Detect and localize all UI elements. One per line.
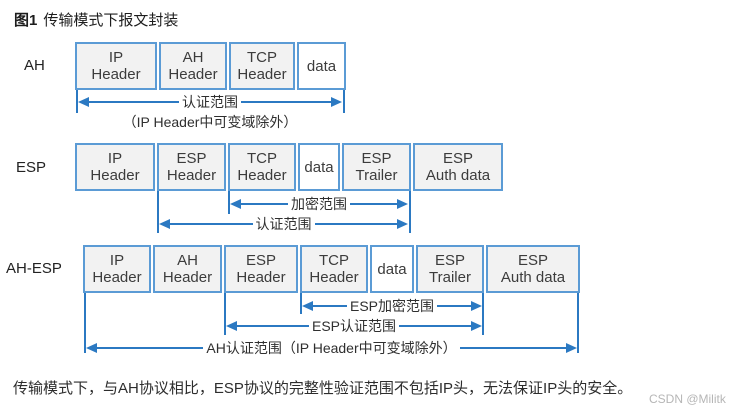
box-label-line1: data	[306, 57, 337, 75]
ahesp-box-ip-header: IP Header	[83, 245, 151, 293]
ahesp-box-esp-header: ESP Header	[224, 245, 298, 293]
ahesp-ah-auth-scope-label: AH认证范围（IP Header中可变域除外）	[206, 340, 457, 356]
box-label-line2: Trailer	[355, 167, 398, 184]
ahesp-box-esp-trailer: ESP Trailer	[416, 245, 484, 293]
arrowhead-right-icon	[566, 343, 578, 353]
ah-box-ip-header: IP Header	[75, 42, 157, 90]
box-label-line2: Header	[162, 269, 213, 286]
arrowhead-left-icon	[86, 343, 97, 353]
box-label-line1: IP	[107, 150, 123, 167]
ahesp-esp-encrypt-left-tick	[300, 293, 302, 314]
figure-caption-text: 传输模式下，与AH协议相比，ESP协议的完整性验证范围不包括IP头，无法保证IP…	[13, 380, 633, 397]
box-label-line2: Header	[90, 167, 140, 184]
box-label-line1: TCP	[319, 252, 349, 269]
ah-box-data: data	[297, 42, 346, 90]
row-label-esp: ESP	[16, 159, 47, 176]
box-label-line2: Header	[168, 66, 218, 83]
box-label-line1: ESP	[176, 150, 207, 167]
ah-auth-scope-note: （IP Header中可变域除外）	[122, 114, 298, 130]
box-label-line1: AH	[182, 49, 204, 66]
figure-title: 图1 传输模式下报文封装	[14, 9, 178, 30]
esp-scope-right-tick	[409, 191, 411, 233]
box-label-line1: TCP	[247, 150, 277, 167]
arrowhead-left-icon	[230, 199, 241, 209]
packet-row-ah-esp: IP Header AH Header ESP Header TCP Heade…	[83, 245, 580, 293]
ah-auth-scope-label: 认证范围	[182, 94, 238, 110]
box-label-line1: ESP	[361, 150, 392, 167]
box-label-line1: data	[377, 260, 407, 278]
esp-auth-scope-label: 认证范围	[255, 216, 312, 232]
ahesp-ah-auth-left-tick	[84, 293, 86, 353]
box-label-line2: Auth data	[425, 167, 491, 184]
box-label-line1: IP	[109, 252, 125, 269]
arrowhead-right-icon	[471, 321, 483, 331]
ah-scope-left-tick	[76, 90, 78, 113]
box-label-line1: data	[304, 158, 334, 176]
box-label-line2: Trailer	[429, 269, 471, 286]
ah-box-ah-header: AH Header	[159, 42, 227, 90]
row-label-ah-esp: AH-ESP	[6, 260, 62, 277]
arrowhead-right-icon	[331, 97, 342, 107]
ah-auth-scope-arrow: 认证范围	[78, 93, 342, 111]
ahesp-ah-auth-right-tick	[577, 293, 579, 353]
box-label-line2: Auth data	[500, 269, 566, 286]
ahesp-esp-auth-scope-arrow: ESP认证范围	[226, 317, 483, 335]
figure-title-text: 传输模式下报文封装	[43, 12, 179, 29]
box-label-line1: ESP	[434, 252, 465, 269]
ah-box-tcp-header: TCP Header	[229, 42, 295, 90]
box-label-line1: AH	[177, 252, 198, 269]
box-label-line1: IP	[108, 49, 124, 66]
box-label-line1: ESP	[245, 252, 276, 269]
box-label-line1: ESP	[517, 252, 548, 269]
esp-box-esp-auth-data: ESP Auth data	[413, 143, 503, 191]
ahesp-box-esp-auth-data: ESP Auth data	[486, 245, 580, 293]
arrowhead-left-icon	[78, 97, 89, 107]
ah-scope-right-tick	[343, 90, 345, 113]
box-label-line2: Header	[237, 167, 287, 184]
ahesp-box-tcp-header: TCP Header	[300, 245, 368, 293]
box-label-line2: Header	[309, 269, 359, 286]
ahesp-esp-encrypt-scope-label: ESP加密范围	[350, 298, 435, 314]
box-label-line2: Header	[92, 269, 142, 286]
figure-number: 图1	[14, 12, 38, 29]
arrowhead-right-icon	[471, 301, 483, 311]
esp-box-esp-trailer: ESP Trailer	[342, 143, 411, 191]
esp-encrypt-scope-label: 加密范围	[291, 196, 347, 212]
box-label-line1: TCP	[247, 49, 277, 66]
box-label-line2: Header	[237, 66, 287, 83]
packet-row-esp: IP Header ESP Header TCP Header data ESP…	[75, 143, 503, 191]
esp-auth-left-tick	[157, 191, 159, 233]
ahesp-esp-encrypt-scope-arrow: ESP加密范围	[302, 297, 483, 315]
esp-auth-scope-arrow: 认证范围	[159, 215, 408, 233]
box-label-line2: Header	[91, 66, 141, 83]
arrowhead-left-icon	[159, 219, 170, 229]
esp-encrypt-left-tick	[228, 191, 230, 214]
packet-row-ah: IP Header AH Header TCP Header data	[75, 42, 346, 90]
row-label-ah: AH	[24, 57, 45, 74]
arrowhead-left-icon	[302, 301, 313, 311]
ahesp-esp-auth-scope-label: ESP认证范围	[312, 318, 397, 334]
esp-box-tcp-header: TCP Header	[228, 143, 296, 191]
box-label-line1: ESP	[442, 150, 473, 167]
arrowhead-right-icon	[397, 219, 408, 229]
esp-box-data: data	[298, 143, 340, 191]
arrowhead-left-icon	[226, 321, 237, 331]
esp-box-ip-header: IP Header	[75, 143, 155, 191]
ahesp-ah-auth-scope-arrow: AH认证范围（IP Header中可变域除外）	[86, 339, 578, 357]
esp-encrypt-scope-arrow: 加密范围	[230, 195, 408, 213]
ahesp-esp-scope-right-tick	[482, 293, 484, 335]
arrowhead-right-icon	[397, 199, 408, 209]
esp-box-esp-header: ESP Header	[157, 143, 226, 191]
ahesp-box-data: data	[370, 245, 414, 293]
ahesp-box-ah-header: AH Header	[153, 245, 222, 293]
box-label-line2: Header	[236, 269, 286, 286]
watermark-text: CSDN @Militk	[649, 392, 726, 406]
ahesp-esp-auth-left-tick	[224, 293, 226, 335]
box-label-line2: Header	[166, 167, 217, 184]
